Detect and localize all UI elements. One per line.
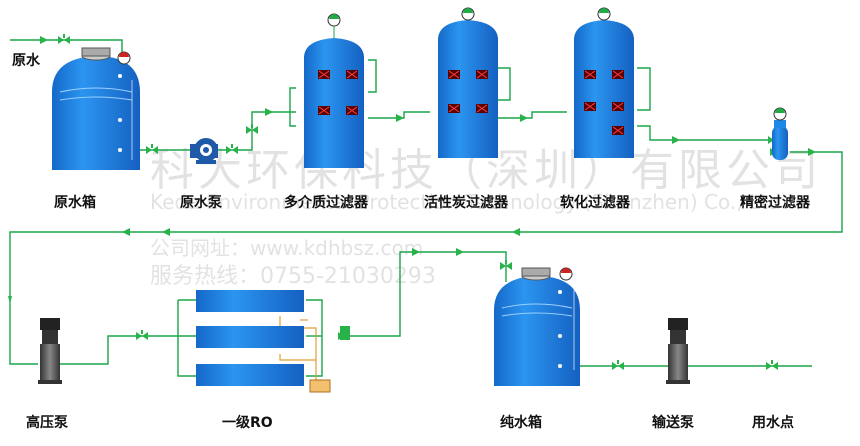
label-raw-pump: 原水泵 <box>180 195 222 211</box>
label-ro-stage: 一级RO <box>222 415 273 431</box>
high-pressure-pump <box>38 318 62 384</box>
label-raw-water: 原水 <box>12 53 40 69</box>
label-multimedia-filter: 多介质过滤器 <box>284 195 368 211</box>
raw-water-tank <box>52 47 140 170</box>
label-use-point: 用水点 <box>752 415 794 431</box>
label-pure-tank: 纯水箱 <box>500 415 542 431</box>
carbon-filter-vessel <box>438 7 498 158</box>
label-raw-tank: 原水箱 <box>54 195 96 211</box>
ro-membranes <box>196 290 350 393</box>
label-softener: 软化过滤器 <box>560 195 630 211</box>
label-precision-filter: 精密过滤器 <box>740 195 810 211</box>
watermark-company-en: Keda Environmental Protection Technology… <box>150 190 787 214</box>
label-hp-pump: 高压泵 <box>26 415 68 431</box>
label-transfer-pump: 输送泵 <box>652 415 694 431</box>
watermark-hotline: 服务热线：0755-21030293 <box>150 264 436 289</box>
raw-water-pump <box>190 138 218 164</box>
flow-arrows <box>8 36 816 304</box>
multimedia-filter-vessel <box>304 13 364 168</box>
watermark-website: 公司网址：www.kdhbsz.com <box>150 236 424 260</box>
softener-vessel <box>574 7 634 158</box>
precision-filter-vessel <box>772 107 788 160</box>
transfer-pump <box>666 318 690 384</box>
label-carbon-filter: 活性炭过滤器 <box>424 195 508 211</box>
pure-water-tank <box>494 267 580 386</box>
